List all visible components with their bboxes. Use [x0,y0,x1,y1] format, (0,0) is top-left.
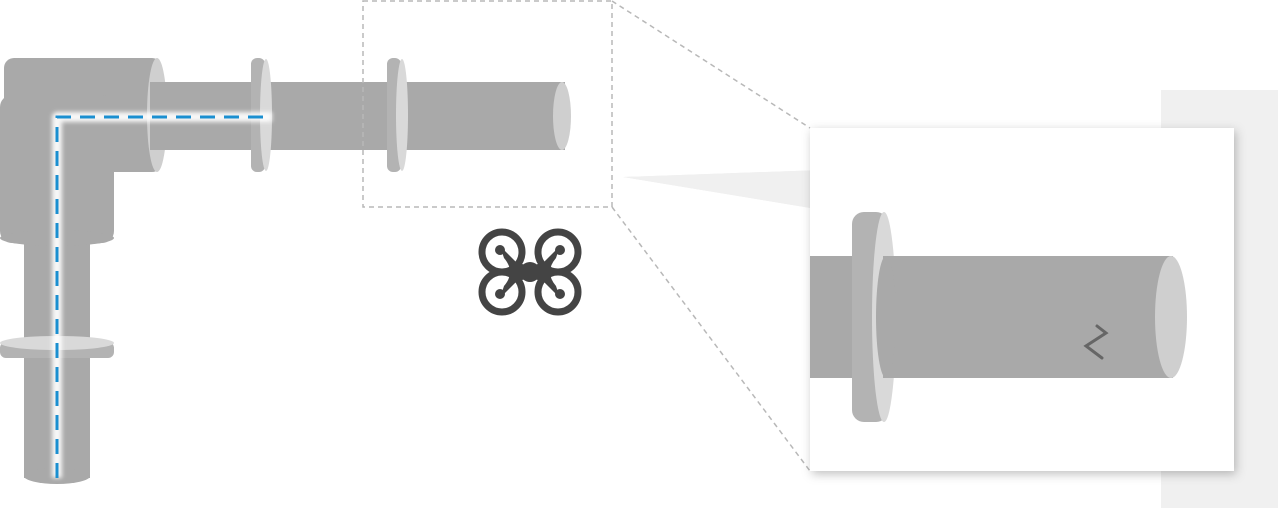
zoom-connector-top [611,0,811,129]
horizontal-pipe-end [553,82,571,150]
crack-defect-icon [1083,324,1109,360]
quadcopter-drone-icon [478,228,582,316]
drone-flight-path [52,112,272,478]
pipe-elbow [0,58,162,243]
inspection-region-box [362,0,613,208]
flange-2 [387,58,408,172]
zoomed-pipe-detail [810,212,1187,422]
zoom-connector-bottom [611,206,811,472]
